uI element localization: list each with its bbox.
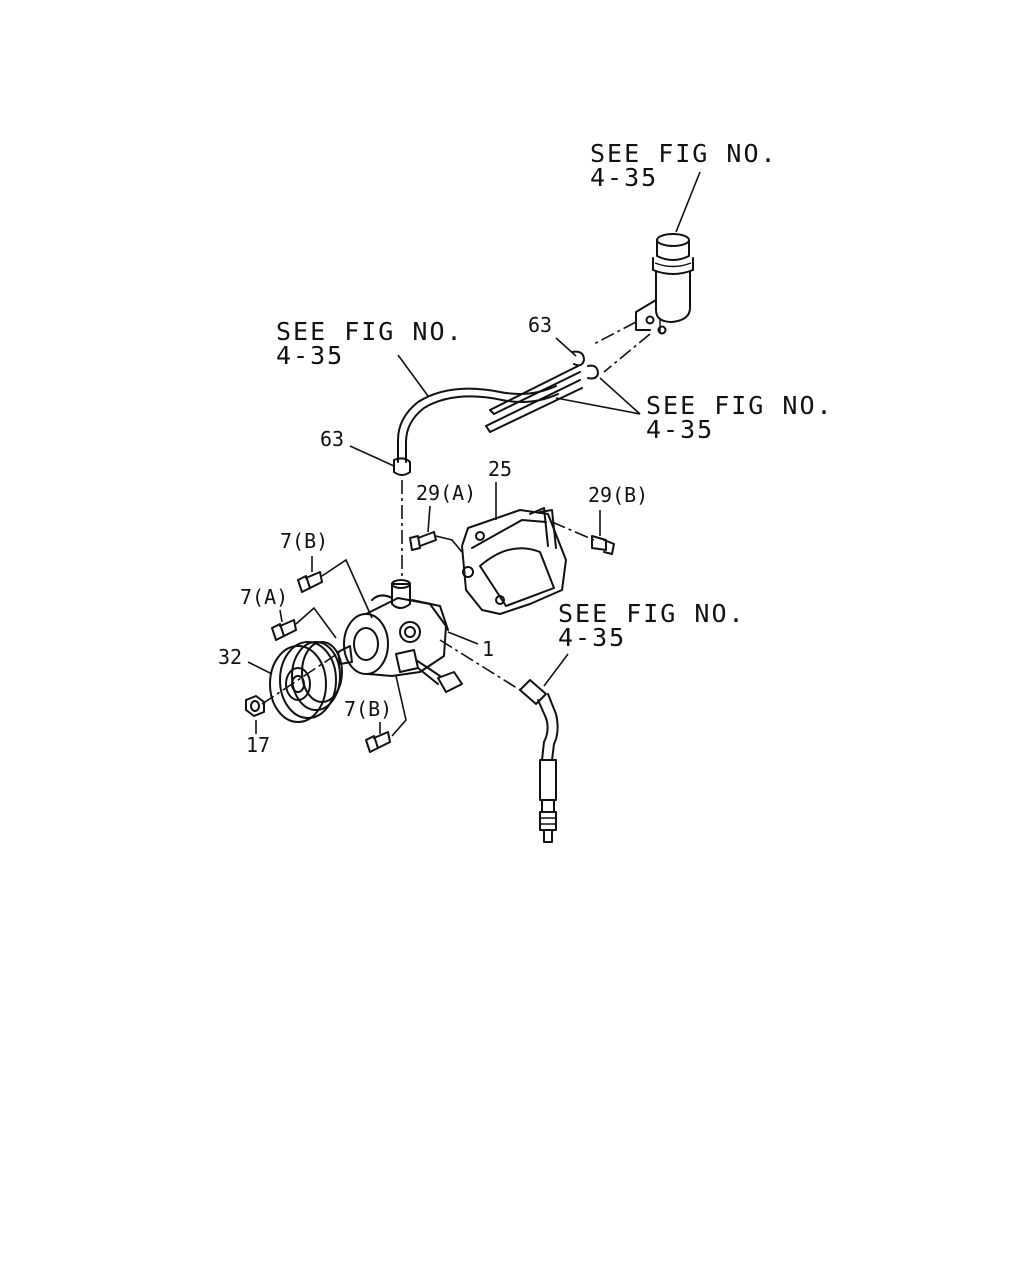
pressure-hose [519, 679, 559, 843]
reference-fig-number: 4-35 [590, 163, 658, 192]
reservoir-tank [635, 233, 694, 335]
bolt-29a: 29(A) [409, 481, 476, 553]
callout-nut: 17 [246, 733, 270, 757]
bolt-7b-top: 7(B) [280, 529, 373, 619]
callout-clip-upper: 63 [528, 313, 552, 337]
reference-label-return-hose: SEE FIG NO. 4-35 [276, 317, 464, 397]
reference-text: SEE FIG NO. [646, 391, 834, 420]
callout-bolt-29b: 29(B) [588, 483, 648, 507]
reference-fig-number: 4-35 [276, 341, 344, 370]
return-hose [397, 385, 559, 580]
bolt-7b-bottom: 7(B) [344, 675, 407, 753]
reference-fig-number: 4-35 [646, 415, 714, 444]
hose-clip-upper: 63 [528, 313, 599, 380]
power-steering-pump: 1 [337, 579, 521, 693]
reference-label-pressure-hose: SEE FIG NO. 4-35 [543, 599, 746, 687]
reference-label-reservoir: SEE FIG NO. 4-35 [590, 139, 778, 233]
callout-bracket: 25 [488, 457, 512, 481]
pump-bracket: 25 [461, 457, 567, 615]
reference-text: SEE FIG NO. [276, 317, 464, 346]
pulley: 32 [218, 641, 343, 723]
reference-label-pipes: SEE FIG NO. 4-35 [555, 377, 834, 444]
callout-bolt-7b-top: 7(B) [280, 529, 328, 553]
pipe-assembly [485, 321, 651, 433]
callout-bolt-29a: 29(A) [416, 481, 476, 505]
bolt-7a: 7(A) [240, 585, 337, 641]
reference-fig-number: 4-35 [558, 623, 626, 652]
callout-bolt-7b-bottom: 7(B) [344, 697, 392, 721]
bolt-29b: 29(B) [551, 483, 648, 555]
callout-bolt-7a: 7(A) [240, 585, 288, 609]
pulley-nut: 17 [245, 695, 270, 757]
hose-clip-lower: 63 [320, 427, 411, 476]
reference-text: SEE FIG NO. [590, 139, 778, 168]
callout-pump: 1 [482, 637, 494, 661]
callout-pulley: 32 [218, 645, 242, 669]
reference-text: SEE FIG NO. [558, 599, 746, 628]
callout-clip-lower: 63 [320, 427, 344, 451]
